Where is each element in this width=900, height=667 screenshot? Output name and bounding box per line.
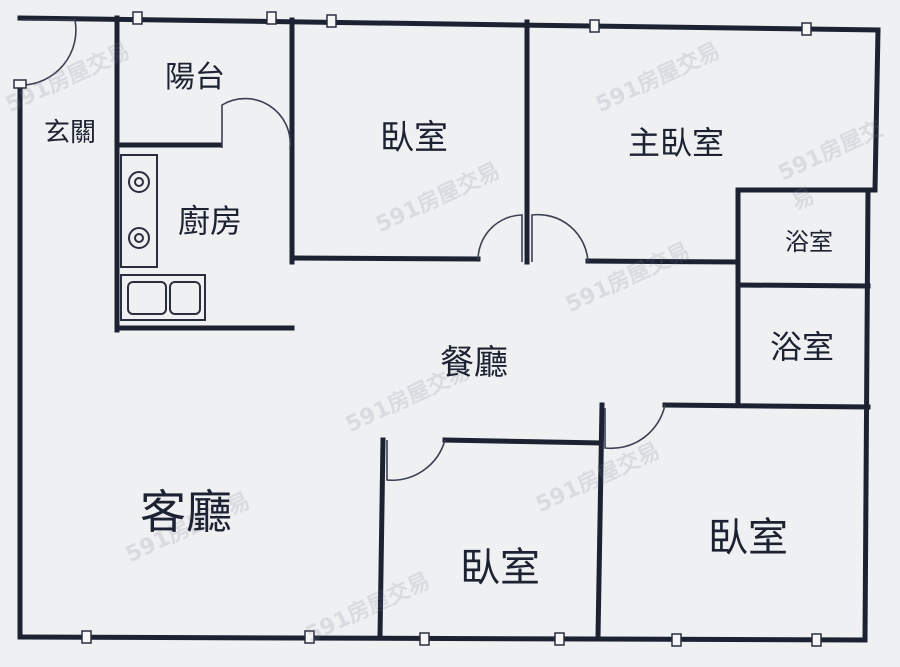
room-label-living: 客廳 bbox=[140, 485, 232, 539]
room-label-bathroom: 浴室 bbox=[785, 228, 833, 256]
room-label-bedroom: 臥室 bbox=[380, 118, 448, 158]
room-label-bathroom: 浴室 bbox=[770, 328, 835, 366]
room-label-bedroom: 臥室 bbox=[708, 515, 788, 561]
room-label-kitchen: 廚房 bbox=[178, 202, 243, 240]
room-label-entry: 玄關 bbox=[44, 118, 97, 148]
sink-icon bbox=[120, 274, 206, 321]
room-label-master-bedroom: 主臥室 bbox=[628, 124, 725, 162]
window-markers bbox=[13, 11, 822, 647]
door-swings bbox=[21, 19, 666, 482]
room-label-bedroom: 臥室 bbox=[460, 545, 540, 591]
outer-walls bbox=[17, 15, 881, 643]
room-label-balcony: 陽台 bbox=[165, 60, 225, 95]
interior-walls bbox=[114, 15, 878, 640]
room-label-dining: 餐廳 bbox=[440, 343, 508, 383]
stove-icon bbox=[120, 154, 158, 268]
